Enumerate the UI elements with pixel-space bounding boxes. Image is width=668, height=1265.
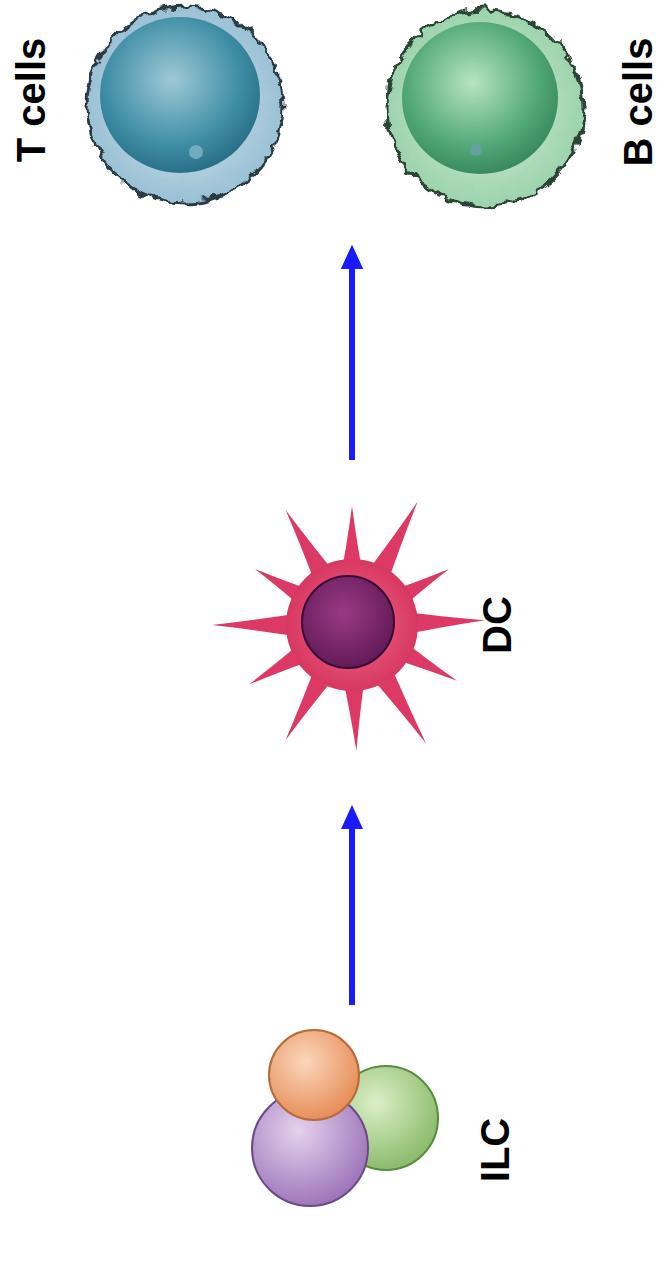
dendritic-cell-picture	[212, 495, 485, 751]
b-cell-node: B cells	[375, 0, 665, 245]
cell-label: B cells	[615, 38, 661, 167]
cell-label: T cells	[8, 38, 54, 163]
flow-arrow	[341, 245, 363, 460]
b-cell-picture	[387, 10, 583, 206]
dc-node: DC	[195, 460, 525, 805]
flow-arrow	[341, 245, 363, 460]
cell-label: ILC	[472, 1118, 518, 1182]
t-cell-node: T cells	[5, 0, 295, 245]
t-cell-picture	[87, 7, 283, 203]
ilc-cluster-picture	[252, 1030, 438, 1206]
cell-label: DC	[474, 596, 520, 654]
flow-arrow	[341, 805, 363, 1005]
ilc-node: ILC	[240, 1005, 510, 1225]
